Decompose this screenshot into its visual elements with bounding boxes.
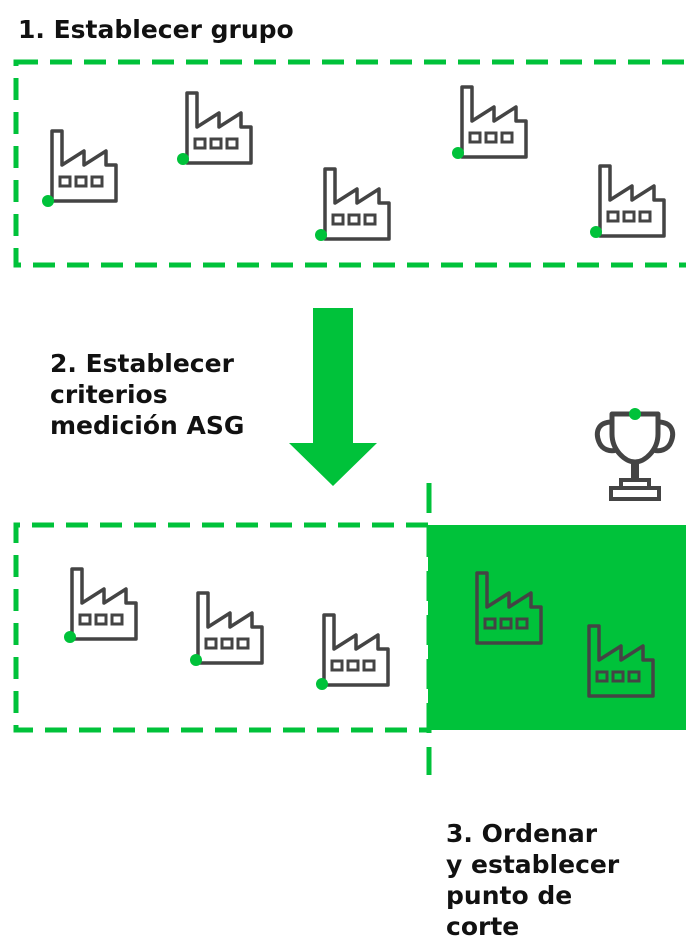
step3-line-2: y establecer <box>446 850 620 879</box>
selected-region <box>428 525 686 730</box>
step3-line-1: 3. Ordenar <box>446 819 598 848</box>
step2-line-2: criterios <box>50 380 168 409</box>
step2-line-3: medición ASG <box>50 411 245 440</box>
factory-icon <box>452 85 528 159</box>
group-box <box>13 59 686 268</box>
down-arrow-icon <box>289 308 377 486</box>
factory-icon <box>190 591 264 666</box>
factory-icon <box>177 91 253 165</box>
factory-icon <box>64 567 138 643</box>
step3-line-3: punto de <box>446 881 573 910</box>
factory-icon <box>590 164 666 238</box>
factory-icon <box>42 129 118 207</box>
step2-line-1: 2. Establecer <box>50 349 234 378</box>
step1-title: 1. Establecer grupo <box>18 15 294 44</box>
trophy-icon <box>594 408 676 501</box>
remaining-box <box>13 522 428 733</box>
factory-icon <box>315 167 391 241</box>
step2-title: 2. Establecer criterios medición ASG <box>50 348 290 441</box>
factory-icon <box>316 613 390 690</box>
diagram-canvas <box>13 59 686 775</box>
